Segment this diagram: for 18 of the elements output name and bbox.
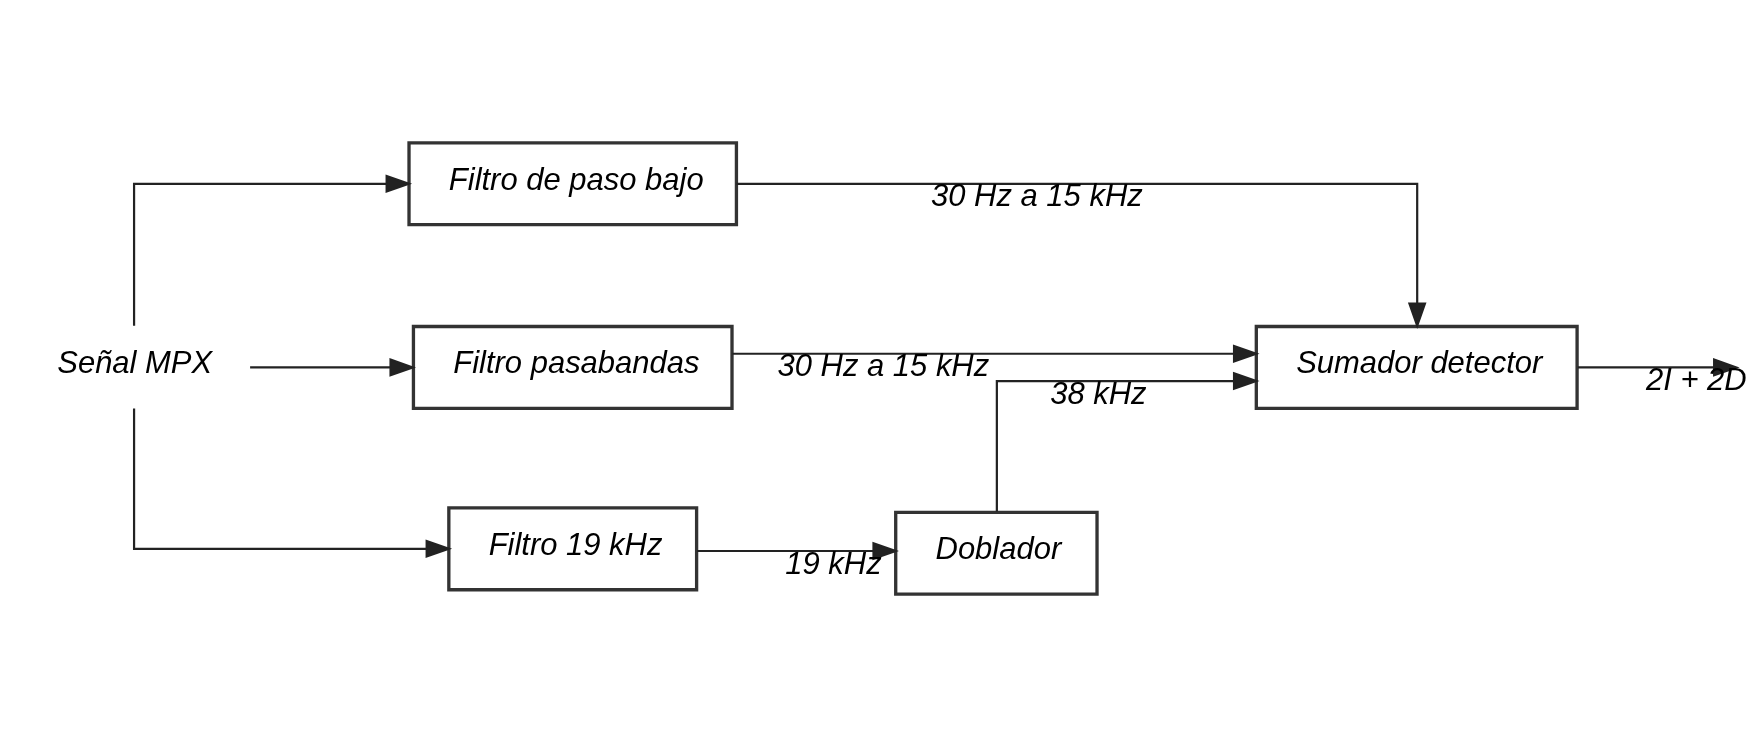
node-box: Filtro 19 kHz bbox=[447, 505, 699, 591]
edge-label: 30 Hz a 15 kHz bbox=[777, 347, 990, 383]
edge-label: 30 Hz a 15 kHz bbox=[931, 177, 1143, 213]
node-box: Sumador detector bbox=[1254, 324, 1579, 410]
edge-label: 38 kHz bbox=[1050, 375, 1147, 411]
arrow bbox=[736, 182, 1427, 329]
node-box: Filtro de paso bajo bbox=[407, 140, 739, 226]
node-box: Doblador bbox=[894, 510, 1099, 596]
arrow bbox=[696, 541, 899, 560]
arrow bbox=[132, 173, 413, 326]
arrow bbox=[132, 408, 453, 558]
edge-label: 19 kHz bbox=[785, 545, 882, 581]
node-text: Señal MPX bbox=[57, 344, 213, 380]
arrow bbox=[250, 357, 416, 377]
edge-label: 2I + 2D bbox=[1646, 361, 1747, 397]
arrow bbox=[732, 343, 1260, 363]
arrow bbox=[995, 371, 1260, 512]
node-box: Filtro pasabandas bbox=[411, 324, 734, 410]
